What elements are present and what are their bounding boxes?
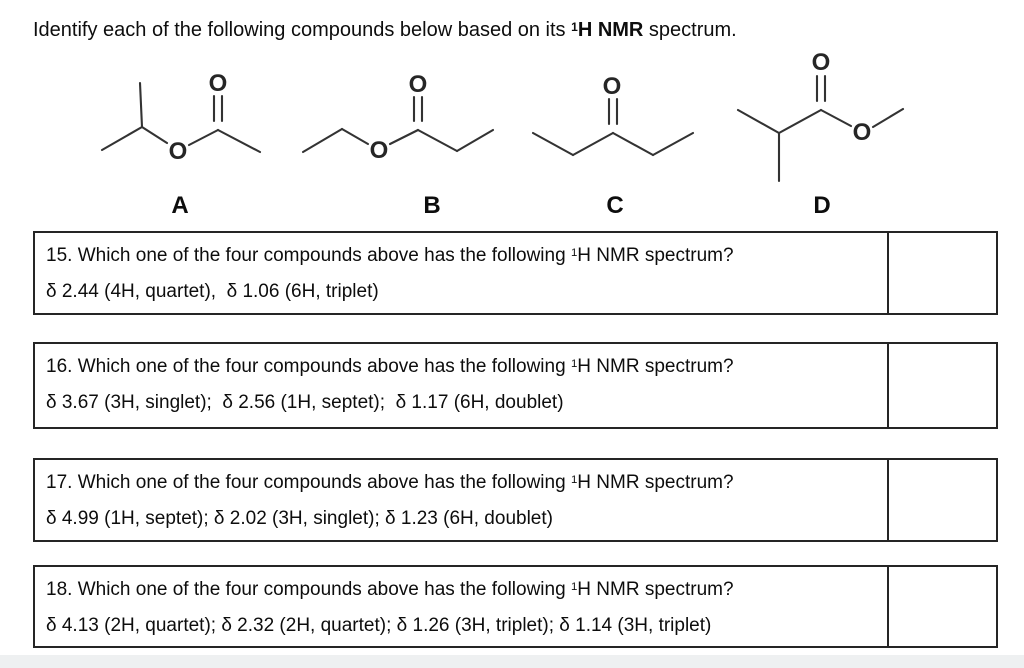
superscript-1: 1 xyxy=(570,473,578,486)
compound-c-structure: O xyxy=(525,55,705,210)
superscript-1: 1 xyxy=(570,357,578,370)
oxygen-atom-label: O xyxy=(169,138,188,165)
question-17-box: 17. Which one of the four compounds abov… xyxy=(33,458,998,542)
question-17-answer-cell[interactable] xyxy=(887,460,996,540)
oxygen-atom-label: O xyxy=(603,73,622,100)
question-prompt-tail: H NMR spectrum? xyxy=(577,579,734,600)
compound-b-skeletal-drawing: O O xyxy=(301,71,495,164)
question-16-shifts: δ 3.67 (3H, singlet); δ 2.56 (1H, septet… xyxy=(46,392,564,413)
question-prompt-text: 15. Which one of the four compounds abov… xyxy=(46,245,571,266)
question-16-answer-cell[interactable] xyxy=(887,344,996,427)
question-prompt-text: 16. Which one of the four compounds abov… xyxy=(46,356,571,377)
bond-lines xyxy=(531,97,695,157)
question-18-box: 18. Which one of the four compounds abov… xyxy=(33,565,998,648)
question-15-prompt: 15. Which one of the four compounds abov… xyxy=(46,239,883,275)
question-18-shifts: δ 4.13 (2H, quartet); δ 2.32 (2H, quarte… xyxy=(46,615,712,636)
compound-a-skeletal-drawing: O O xyxy=(100,70,262,165)
question-18-text: 18. Which one of the four compounds abov… xyxy=(35,567,887,646)
question-prompt-tail: H NMR spectrum? xyxy=(577,472,734,493)
question-16-prompt: 16. Which one of the four compounds abov… xyxy=(46,350,883,386)
title-bold-text: H NMR xyxy=(577,19,644,41)
title-suffix: spectrum. xyxy=(643,19,737,41)
oxygen-atom-label: O xyxy=(209,70,228,97)
question-prompt-text: 17. Which one of the four compounds abov… xyxy=(46,472,571,493)
question-16-box: 16. Which one of the four compounds abov… xyxy=(33,342,998,429)
question-15-text: 15. Which one of the four compounds abov… xyxy=(35,233,887,313)
oxygen-atom-label: O xyxy=(853,119,872,146)
bond-lines xyxy=(736,74,905,183)
question-prompt-tail: H NMR spectrum? xyxy=(577,245,734,266)
question-prompt-tail: H NMR spectrum? xyxy=(577,356,734,377)
compound-c-skeletal-drawing: O xyxy=(531,73,695,157)
question-18-answer-cell[interactable] xyxy=(887,567,996,646)
bond-lines xyxy=(301,95,495,154)
question-15-box: 15. Which one of the four compounds abov… xyxy=(33,231,998,315)
compound-c-label: C xyxy=(606,192,624,219)
bond-lines xyxy=(100,81,262,154)
question-15-shifts: δ 2.44 (4H, quartet), δ 1.06 (6H, triple… xyxy=(46,281,379,302)
compound-b-label: B xyxy=(423,192,441,219)
title-superscript: 1 xyxy=(571,19,578,34)
page-bottom-strip xyxy=(0,655,1024,668)
page-title: Identify each of the following compounds… xyxy=(33,16,737,46)
question-17-prompt: 17. Which one of the four compounds abov… xyxy=(46,466,883,502)
oxygen-atom-label: O xyxy=(812,49,831,76)
superscript-1: 1 xyxy=(570,246,578,259)
title-text: Identify each of the following compounds… xyxy=(33,19,572,41)
oxygen-atom-label: O xyxy=(370,137,389,164)
question-prompt-text: 18. Which one of the four compounds abov… xyxy=(46,579,571,600)
question-15-answer-cell[interactable] xyxy=(887,233,996,313)
superscript-1: 1 xyxy=(570,580,578,593)
title-bold: 1H NMR xyxy=(571,19,643,41)
compound-b-structure: O O xyxy=(295,55,505,210)
compound-a-structure: O O xyxy=(85,55,285,210)
compound-d-label: D xyxy=(813,192,831,219)
compound-a-label: A xyxy=(171,192,189,219)
compound-d-structure: O O xyxy=(730,45,920,210)
question-18-prompt: 18. Which one of the four compounds abov… xyxy=(46,573,883,609)
oxygen-atom-label: O xyxy=(409,71,428,98)
question-17-text: 17. Which one of the four compounds abov… xyxy=(35,460,887,540)
compound-d-skeletal-drawing: O O xyxy=(736,49,905,183)
question-17-shifts: δ 4.99 (1H, septet); δ 2.02 (3H, singlet… xyxy=(46,508,553,529)
question-16-text: 16. Which one of the four compounds abov… xyxy=(35,344,887,427)
